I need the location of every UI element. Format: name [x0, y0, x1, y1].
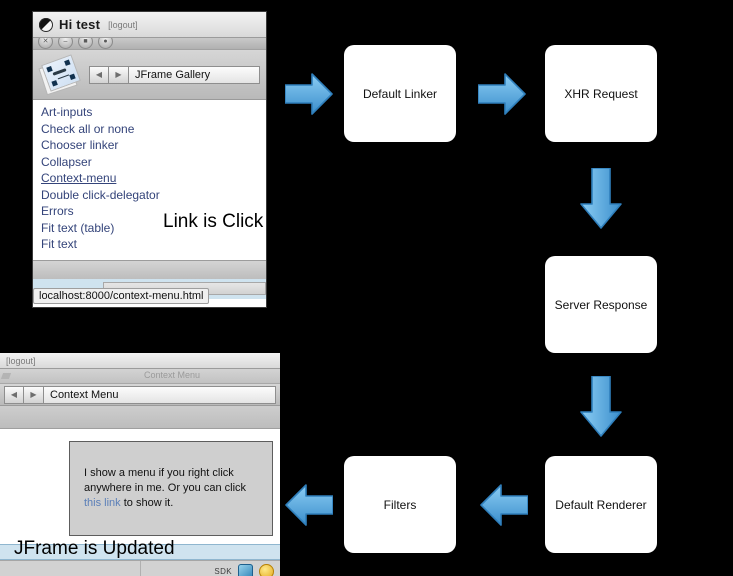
logout-link[interactable]: [logout]: [108, 19, 138, 30]
link-errors[interactable]: Errors: [41, 204, 74, 218]
jframe-is-updated-overlay: JFrame is Updated: [14, 538, 175, 559]
ghost-window-title: Context Menu: [144, 370, 201, 380]
window-divider-bar: [33, 260, 266, 279]
photo-gallery-icon: [39, 55, 81, 95]
finder-app-icon[interactable]: [238, 564, 253, 576]
link-check-all-or-none[interactable]: Check all or none: [41, 121, 135, 136]
back-button[interactable]: ◀: [89, 65, 109, 84]
link-is-clicked-overlay: Link is Click: [163, 211, 264, 232]
context-ghost-title-bar: Context Menu: [0, 369, 280, 384]
context-location-field[interactable]: Context Menu: [44, 385, 276, 404]
arrow-into-default-linker: [285, 73, 333, 115]
context-nav-buttons[interactable]: ◀ ▶: [4, 385, 44, 404]
context-logout-link[interactable]: [logout]: [6, 355, 36, 366]
link-collapser[interactable]: Collapser: [41, 154, 92, 169]
gallery-link-list[interactable]: Art-inputs Check all or none Chooser lin…: [33, 100, 266, 253]
close-button[interactable]: ✕: [38, 38, 53, 49]
forward-button[interactable]: ▶: [109, 65, 129, 84]
link-chooser-linker[interactable]: Chooser linker: [41, 138, 119, 152]
browser-toolbar[interactable]: ◀ ▶ JFrame Gallery: [33, 50, 266, 100]
flow-node-default-renderer[interactable]: Default Renderer: [545, 456, 657, 553]
context-page-content: I show a menu if you right click anywher…: [0, 429, 280, 544]
arrow-out-of-filters: [285, 484, 333, 526]
zoom-button[interactable]: ■: [78, 38, 93, 49]
link-fit-text-table[interactable]: Fit text (table): [41, 220, 115, 235]
gallery-page-content: Art-inputs Check all or none Chooser lin…: [33, 100, 266, 260]
extra-button[interactable]: ●: [98, 38, 113, 49]
bottom-bar-left-cell: [0, 561, 141, 576]
flow-node-label: Filters: [383, 497, 417, 512]
context-menu-window[interactable]: [logout] Context Menu ◀ ▶ Context Menu I…: [0, 353, 280, 576]
context-panel-text: I show a menu if you right click anywher…: [70, 466, 260, 511]
arrow-linker-to-xhr: [478, 73, 526, 115]
arrow-xhr-to-server: [580, 168, 622, 229]
panel-line-2: anywhere in me. Or you can click: [84, 482, 247, 494]
nav-buttons[interactable]: ◀ ▶: [89, 65, 129, 84]
context-bottom-bar: SDK: [0, 560, 280, 576]
context-bookmark-bar: [0, 406, 280, 429]
this-link-link[interactable]: this link: [84, 497, 121, 509]
flow-node-filters[interactable]: Filters: [344, 456, 456, 553]
context-browser-toolbar[interactable]: ◀ ▶ Context Menu: [0, 384, 280, 406]
link-fit-text[interactable]: Fit text: [41, 237, 78, 251]
location-field[interactable]: JFrame Gallery: [129, 65, 260, 84]
status-url-chip: localhost:8000/context-menu.html: [33, 288, 210, 304]
panel-line-1: I show a menu if you right click: [84, 467, 234, 479]
flow-node-server-response[interactable]: Server Response: [545, 256, 657, 353]
link-double-click-delegator[interactable]: Double click-delegator: [41, 187, 160, 202]
panel-line-3: to show it.: [120, 497, 174, 509]
flow-node-label: Default Renderer: [555, 497, 647, 512]
flow-node-label: Server Response: [554, 297, 648, 312]
minimize-button[interactable]: –: [58, 38, 73, 49]
ghost-tab-icon: [0, 373, 12, 379]
link-art-inputs[interactable]: Art-inputs: [41, 105, 93, 119]
flow-node-label: Default Linker: [362, 86, 438, 101]
window-title: Hi test: [59, 17, 101, 32]
jframe-gallery-window[interactable]: Hi test [logout] ✕ – ■ ● ◀ ▶ JFrame Gall…: [33, 12, 266, 307]
sdk-label: SDK: [214, 567, 232, 576]
context-status-blue-bar: [0, 544, 280, 560]
arrow-server-to-renderer: [580, 376, 622, 437]
flow-node-label: XHR Request: [564, 86, 638, 101]
half-circle-logo-icon: [39, 17, 53, 32]
context-menu-demo-panel[interactable]: I show a menu if you right click anywher…: [69, 441, 273, 536]
context-window-titlebar: [logout]: [0, 353, 280, 369]
context-forward-button[interactable]: ▶: [24, 385, 44, 404]
flow-node-xhr-request[interactable]: XHR Request: [545, 45, 657, 142]
swirl-app-icon[interactable]: [259, 564, 274, 576]
link-context-menu[interactable]: Context-menu: [41, 171, 117, 185]
flow-node-default-linker[interactable]: Default Linker: [344, 45, 456, 142]
arrow-renderer-to-filters: [480, 484, 528, 526]
context-back-button[interactable]: ◀: [4, 385, 24, 404]
window-controls[interactable]: ✕ – ■ ●: [33, 38, 266, 50]
window-titlebar: Hi test [logout]: [33, 12, 266, 38]
